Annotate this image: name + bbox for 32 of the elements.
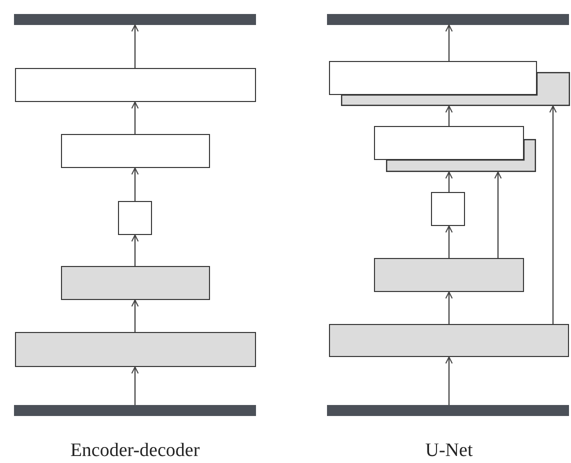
layer-box xyxy=(341,72,570,106)
data-bar xyxy=(14,14,256,25)
layer-box xyxy=(61,134,210,168)
arrow xyxy=(131,366,139,405)
layer-box xyxy=(15,332,256,367)
arrow xyxy=(445,291,453,324)
arrow xyxy=(131,299,139,332)
arrow xyxy=(131,101,139,134)
layer-box xyxy=(118,201,152,235)
arrow xyxy=(131,24,139,68)
data-bar xyxy=(327,405,569,416)
layer-box xyxy=(386,139,536,172)
diagram-caption: Encoder-decoder xyxy=(70,440,200,462)
layer-box xyxy=(374,126,524,160)
arrow xyxy=(445,24,453,61)
layer-box xyxy=(374,258,524,292)
layer-box xyxy=(15,68,256,102)
arrow xyxy=(494,171,502,258)
layer-box xyxy=(431,192,465,226)
data-bar xyxy=(327,14,569,25)
layer-box xyxy=(329,61,537,95)
arrow xyxy=(445,105,453,126)
layer-box xyxy=(329,324,569,357)
arrow xyxy=(131,167,139,201)
layer-box xyxy=(61,266,210,300)
arrow xyxy=(445,171,453,192)
arrow xyxy=(549,105,557,324)
arrow xyxy=(445,356,453,405)
data-bar xyxy=(14,405,256,416)
arrow xyxy=(131,234,139,266)
diagram-caption: U-Net xyxy=(425,440,473,462)
arrow xyxy=(445,225,453,258)
